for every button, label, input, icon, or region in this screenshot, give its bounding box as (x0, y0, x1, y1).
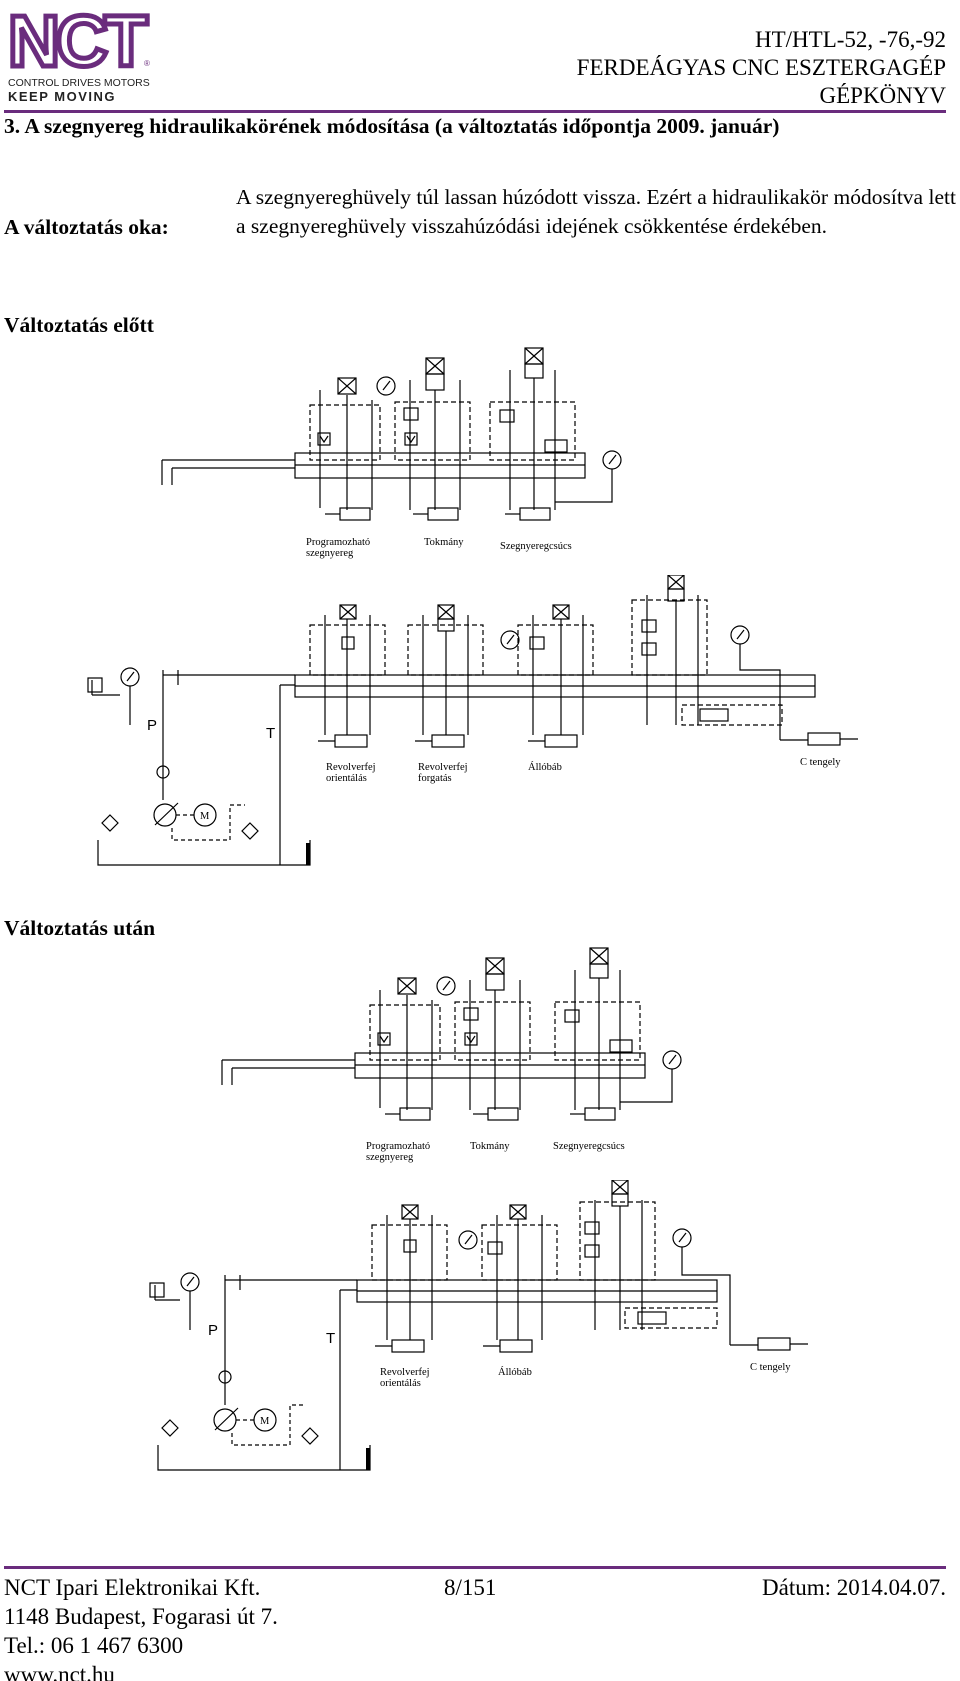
logo-tagline-1: CONTROL DRIVES MOTORS (8, 77, 150, 89)
before-port-t: T (266, 725, 275, 742)
footer-phone: Tel.: 06 1 467 6300 (4, 1633, 184, 1658)
after-label-tokmany: Tokmány (470, 1141, 510, 1152)
footer-date: Dátum: 2014.04.07. (762, 1575, 946, 1600)
logo-tagline-2: KEEP MOVING (8, 89, 116, 104)
reason-label: A változtatás oka: (4, 215, 169, 239)
before-label-tokmany: Tokmány (424, 537, 464, 548)
header-model: HT/HTL-52, -76,-92 (755, 27, 946, 52)
reason-text: A szegnyereghüvely túl lassan húzódott v… (236, 185, 956, 238)
before-label-szegnyeregcsucs: Szegnyeregcsúcs (500, 541, 572, 552)
nct-logo: NCT ® CONTROL DRIVES MOTORS KEEP MOVING (6, 8, 154, 104)
after-lower-circuit: P T M Revolverfej orientálás Állóbáb C t… (149, 1180, 808, 1471)
page-header: NCT ® CONTROL DRIVES MOTORS KEEP MOVING … (0, 0, 960, 116)
before-motor-label: M (200, 811, 210, 822)
header-doc-type: GÉPKÖNYV (819, 83, 947, 108)
before-label-programozhato: Programozható (306, 537, 370, 548)
header-rule (4, 110, 946, 113)
logo-wordmark: NCT (8, 8, 148, 82)
after-port-p: P (208, 1322, 218, 1339)
before-label: Változtatás előtt (4, 313, 154, 337)
before-label-szegnyereg: szegnyereg (306, 548, 354, 559)
after-label-programozhato: Programozható (366, 1141, 430, 1152)
after-label-revolverfej: Revolverfej (380, 1367, 430, 1378)
after-label-allobab: Állóbáb (498, 1366, 532, 1378)
footer-address: 1148 Budapest, Fogarasi út 7. (4, 1604, 278, 1629)
footer-rule (4, 1566, 946, 1569)
after-label: Változtatás után (4, 916, 156, 940)
before-port-p: P (147, 717, 157, 734)
footer-page-number: 8/151 (444, 1575, 497, 1600)
footer-company: NCT Ipari Elektronikai Kft. (4, 1575, 261, 1600)
before-label-forgatas: forgatás (418, 773, 452, 784)
header-title-block: HT/HTL-52, -76,-92 FERDEÁGYAS CNC ESZTER… (577, 26, 946, 110)
after-label-c-tengely: C tengely (750, 1362, 791, 1373)
before-lower-circuit: P T M Revolverfej orientálás Revolverfej… (87, 575, 858, 866)
after-upper-circuit: Programozható szegnyereg Tokmány Szegnye… (221, 947, 682, 1163)
after-label-szegnyereg: szegnyereg (366, 1152, 414, 1163)
before-label-orientalas: orientálás (326, 773, 367, 784)
svg-text:®: ® (144, 59, 150, 68)
section-title: 3. A szegnyereg hidraulikakörének módosí… (4, 114, 780, 138)
after-port-t: T (326, 1330, 335, 1347)
after-label-szegnyeregcsucs: Szegnyeregcsúcs (553, 1141, 625, 1152)
before-label-c-tengely: C tengely (800, 757, 841, 768)
after-label-orientalas: orientálás (380, 1378, 421, 1389)
before-upper-circuit: Programozható szegnyereg Tokmány Szegnye… (161, 347, 622, 559)
footer-website: www.nct.hu (4, 1662, 115, 1681)
header-machine: FERDEÁGYAS CNC ESZTERGAGÉP (576, 55, 946, 80)
before-label-allobab: Állóbáb (528, 761, 562, 773)
before-label-revolverfej-2: Revolverfej (418, 762, 468, 773)
before-label-revolverfej-1: Revolverfej (326, 762, 376, 773)
after-motor-label: M (260, 1416, 270, 1427)
